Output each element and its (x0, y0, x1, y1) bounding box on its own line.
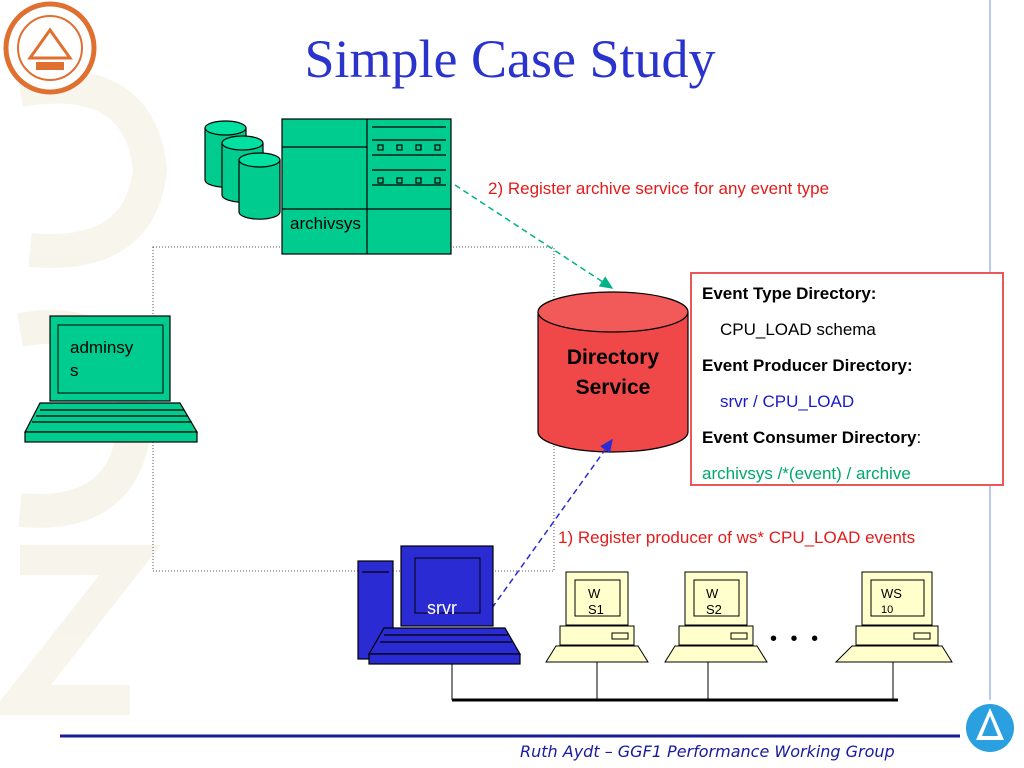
ws10-label: WS 10 (881, 586, 902, 618)
ws1-label-line1: W (588, 586, 601, 601)
ws1-label-line2: S1 (588, 602, 604, 617)
directory-cylinder (537, 291, 689, 453)
register-producer-arrow (491, 438, 613, 609)
ws1-label: W S1 (588, 586, 604, 618)
register-archive-arrow (454, 184, 614, 289)
consumer-heading: Event Consumer Directory (702, 428, 917, 447)
workstation-ws1 (545, 571, 649, 663)
event-type-heading: Event Type Directory: (702, 284, 877, 303)
shpcc-logo (966, 704, 1014, 752)
directory-label-line2: Service (575, 376, 651, 399)
university-logo (3, 1, 97, 95)
directory-service-label: Directory Service (538, 343, 688, 403)
producer-heading: Event Producer Directory: (702, 356, 913, 375)
admin-label-line2: s (70, 361, 79, 380)
consumer-colon: : (916, 428, 922, 447)
ws10-label-line1: WS (881, 586, 902, 601)
workstation-ws10 (834, 571, 953, 663)
ws2-label-line1: W (706, 586, 719, 601)
step2-annotation: 2) Register archive service for any even… (488, 179, 830, 198)
slide-title: Simple Case Study (304, 29, 716, 89)
ws2-label-line2: S2 (706, 602, 722, 617)
producer-value: srvr / CPU_LOAD (720, 392, 855, 411)
network-boundary (152, 246, 555, 572)
event-type-value: CPU_LOAD schema (720, 320, 876, 339)
archive-server-label: archivsys (290, 214, 361, 233)
step1-annotation: 1) Register producer of ws* CPU_LOAD eve… (558, 528, 916, 547)
admin-label-line1: adminsy (70, 338, 134, 357)
slide-footer: Ruth Aydt – GGF1 Performance Working Gro… (520, 742, 895, 761)
archive-server-cabinet (281, 118, 452, 255)
ws2-label: W S2 (706, 586, 722, 618)
workstation-ws2 (664, 571, 768, 663)
network-bus (451, 662, 898, 702)
ws10-label-line2: 10 (881, 604, 894, 616)
producer-server (357, 545, 522, 665)
directory-label-line1: Directory (566, 346, 660, 369)
consumer-heading-row: Event Consumer Directory: (702, 428, 921, 448)
producer-server-label: srvr (427, 598, 457, 618)
archive-disk-stack (204, 120, 281, 220)
admin-laptop (24, 315, 199, 443)
workstation-ellipsis: • • • (770, 628, 823, 650)
admin-laptop-label: adminsy s (70, 336, 133, 382)
consumer-value: archivsys /*(event) / archive (702, 464, 911, 483)
directory-contents-box: Event Type Directory: CPU_LOAD schema Ev… (690, 272, 1004, 486)
